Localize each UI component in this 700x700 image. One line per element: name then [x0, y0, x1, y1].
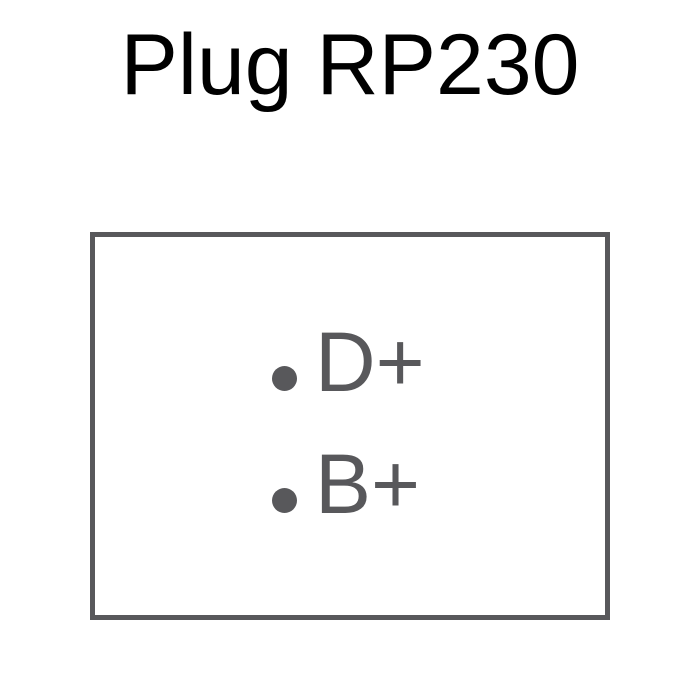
- pin-dot-icon: [272, 488, 297, 513]
- pin-label: B+: [315, 437, 421, 531]
- pin-dot-icon: [272, 366, 297, 391]
- pin-label: D+: [315, 315, 425, 409]
- diagram-title: Plug RP230: [120, 17, 580, 113]
- plug-outline: [90, 232, 610, 620]
